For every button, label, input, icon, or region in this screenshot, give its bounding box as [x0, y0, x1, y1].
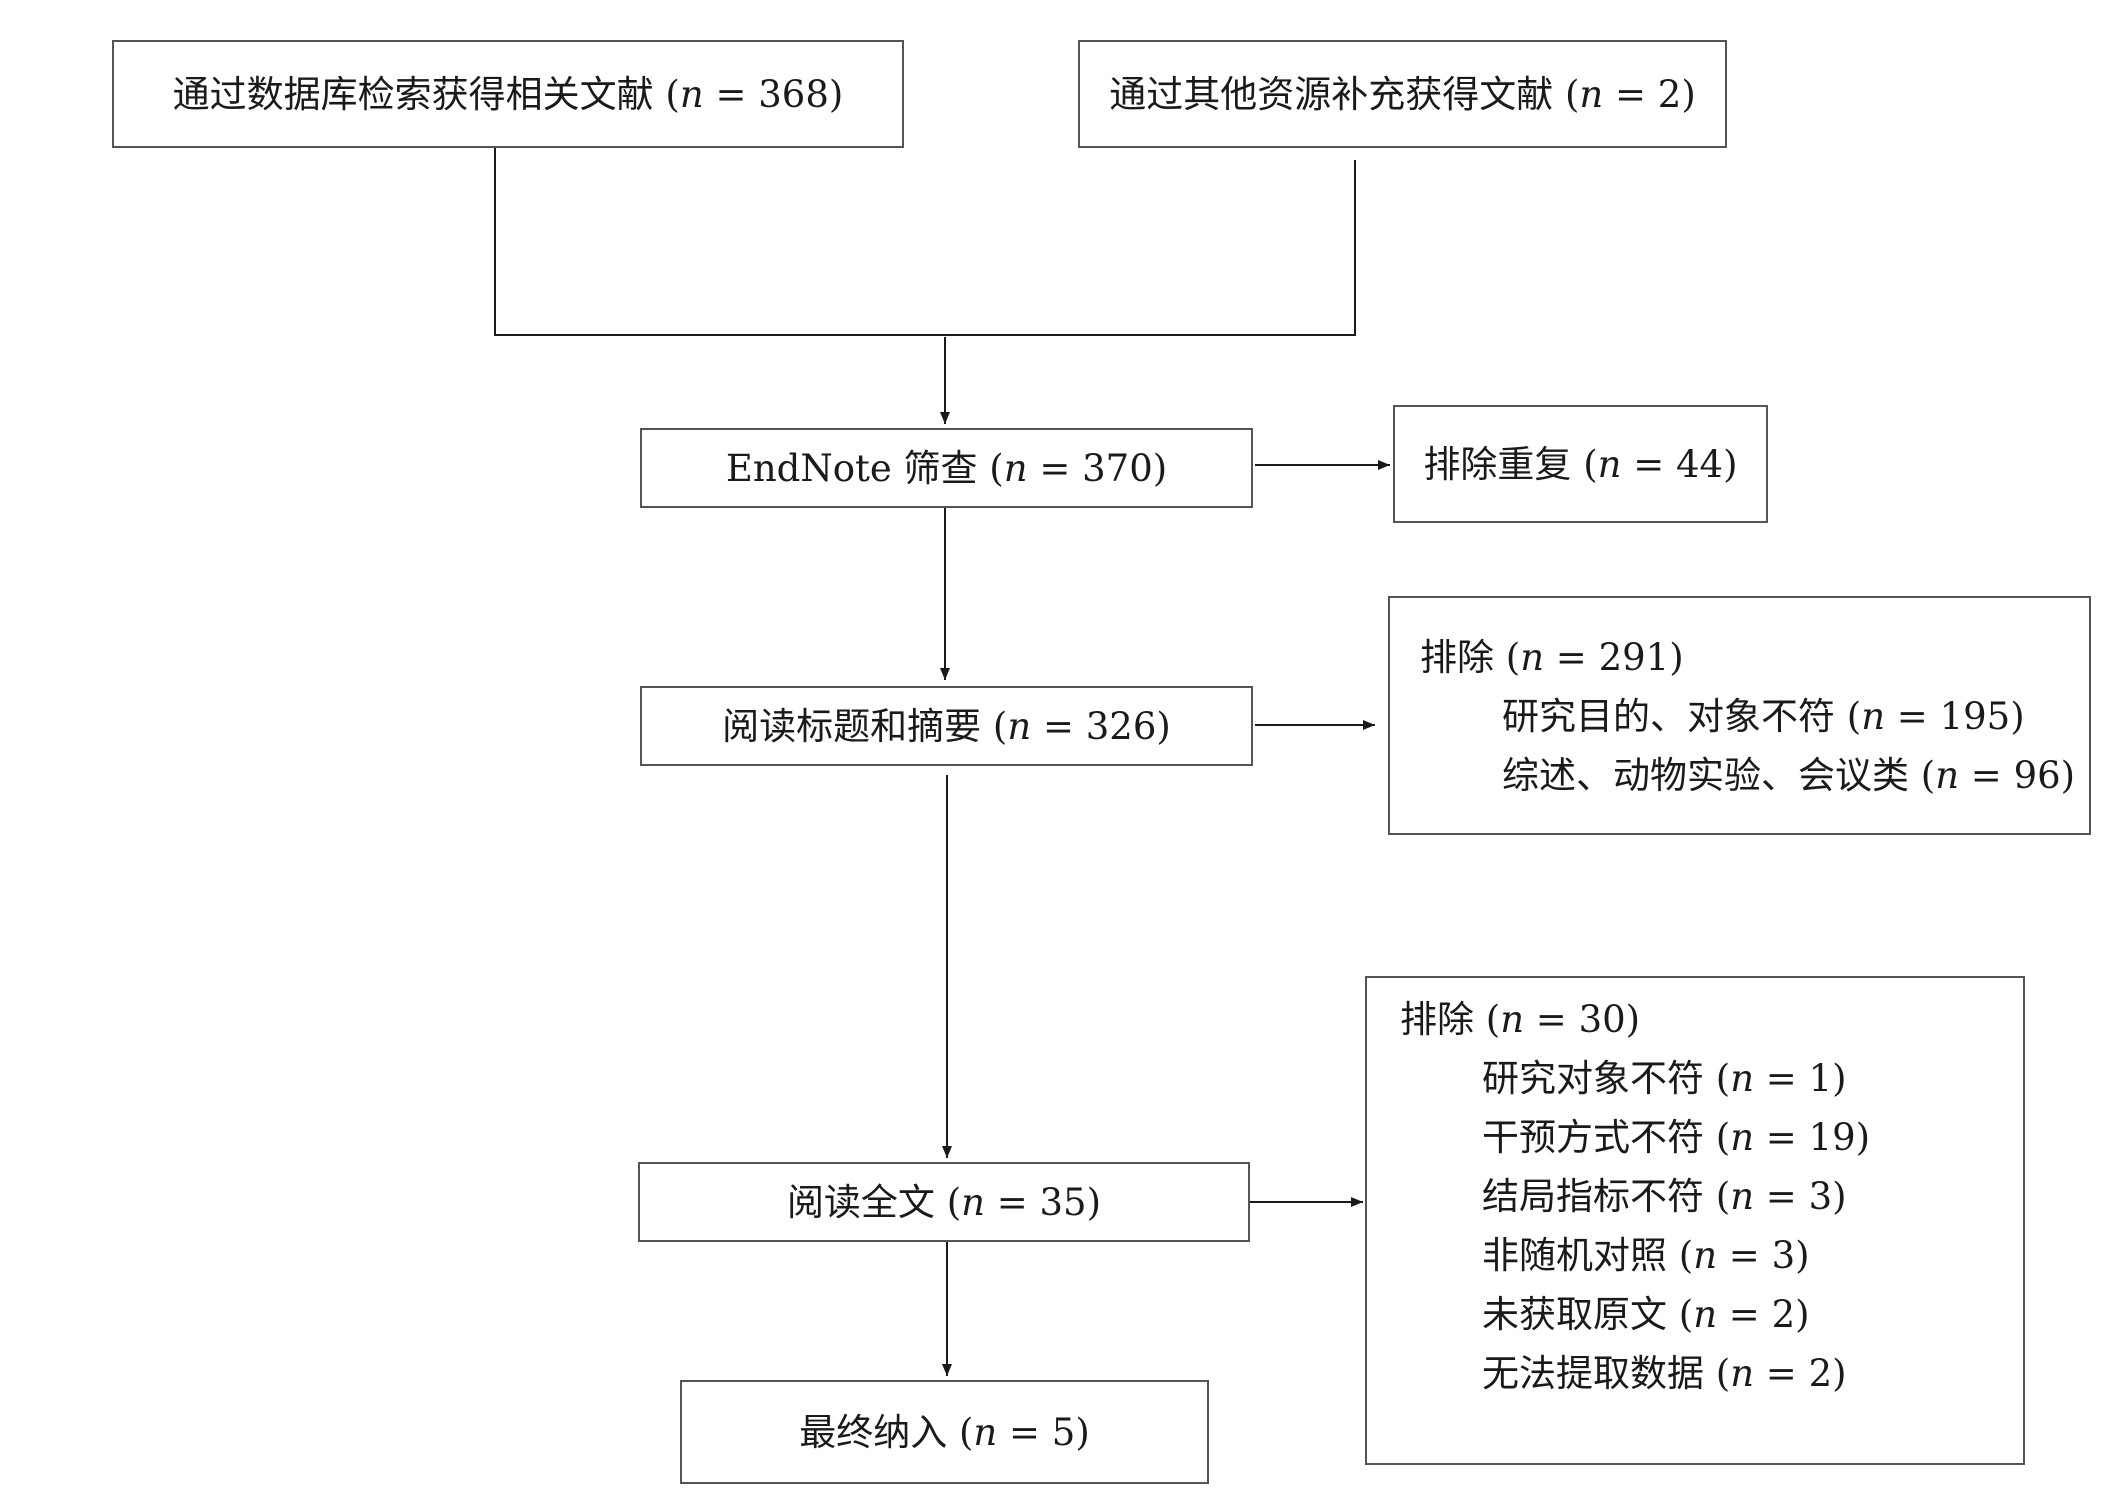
source-other-count: 2 — [1657, 72, 1682, 116]
reason-item: 综述、动物实验、会议类 (n = 96) — [1502, 754, 2076, 797]
exclusion-30-header: 排除 (n = 30) — [1400, 998, 1641, 1041]
source-database-box: 通过数据库检索获得相关文献 (n = 368) — [112, 40, 904, 148]
reason-item: 无法提取数据 (n = 2) — [1482, 1352, 1847, 1395]
screening-count: 370 — [1082, 446, 1153, 490]
reason-label: 研究目的、对象不符 — [1502, 695, 1835, 738]
source-database-count: 368 — [758, 72, 829, 116]
exclusion-291-header: 排除 (n = 291) — [1420, 636, 1684, 679]
reason-label: 无法提取数据 — [1482, 1352, 1704, 1395]
duplicates-count: 44 — [1676, 442, 1724, 486]
title-abstract-box: 阅读标题和摘要 (n = 326) — [640, 686, 1253, 766]
reason-item: 非随机对照 (n = 3) — [1482, 1234, 1810, 1277]
included-count: 5 — [1051, 1410, 1076, 1454]
duplicates-box: 排除重复 (n = 44) — [1393, 405, 1768, 523]
merge-connector — [494, 148, 1356, 336]
title-abstract-count: 326 — [1085, 704, 1157, 748]
source-other-box: 通过其他资源补充获得文献 (n = 2) — [1078, 40, 1727, 148]
exclusion-30-count: 30 — [1578, 998, 1626, 1041]
reason-item: 干预方式不符 (n = 19) — [1482, 1116, 1871, 1159]
reason-count: 19 — [1808, 1116, 1856, 1159]
reason-count: 2 — [1808, 1352, 1833, 1395]
reason-label: 非随机对照 — [1482, 1234, 1667, 1277]
reason-item: 结局指标不符 (n = 3) — [1482, 1175, 1847, 1218]
screening-box: EndNote 筛查 (n = 370) — [640, 428, 1253, 508]
fulltext-label: 阅读全文 — [786, 1180, 935, 1224]
exclusion-30-box: 排除 (n = 30) 研究对象不符 (n = 1) 干预方式不符 (n = 1… — [1365, 976, 2025, 1465]
included-label: 最终纳入 — [799, 1410, 948, 1454]
exclusion-291-box: 排除 (n = 291) 研究目的、对象不符 (n = 195) 综述、动物实验… — [1388, 596, 2091, 835]
reason-label: 未获取原文 — [1482, 1293, 1667, 1336]
exclusion-30-label: 排除 — [1400, 998, 1474, 1041]
reason-label: 综述、动物实验、会议类 — [1502, 754, 1909, 797]
source-other-label: 通过其他资源补充获得文献 — [1109, 72, 1554, 116]
screening-label: EndNote 筛查 — [725, 446, 978, 490]
reason-count: 1 — [1808, 1057, 1833, 1100]
included-box: 最终纳入 (n = 5) — [680, 1380, 1209, 1484]
exclusion-291-label: 排除 — [1420, 636, 1494, 679]
title-abstract-label: 阅读标题和摘要 — [722, 704, 982, 748]
reason-label: 结局指标不符 — [1482, 1175, 1704, 1218]
source-database-label: 通过数据库检索获得相关文献 — [172, 72, 654, 116]
reason-count: 96 — [2013, 754, 2061, 797]
exclusion-291-count: 291 — [1598, 636, 1670, 679]
reason-count: 195 — [1939, 695, 2011, 738]
duplicates-label: 排除重复 — [1423, 442, 1572, 486]
fulltext-count: 35 — [1039, 1180, 1087, 1224]
reason-item: 研究对象不符 (n = 1) — [1482, 1057, 1847, 1100]
reason-label: 研究对象不符 — [1482, 1057, 1704, 1100]
reason-item: 未获取原文 (n = 2) — [1482, 1293, 1810, 1336]
reason-label: 干预方式不符 — [1482, 1116, 1704, 1159]
reason-count: 3 — [1808, 1175, 1833, 1218]
reason-item: 研究目的、对象不符 (n = 195) — [1502, 695, 2025, 738]
fulltext-box: 阅读全文 (n = 35) — [638, 1162, 1250, 1242]
reason-count: 3 — [1771, 1234, 1796, 1277]
reason-count: 2 — [1771, 1293, 1796, 1336]
